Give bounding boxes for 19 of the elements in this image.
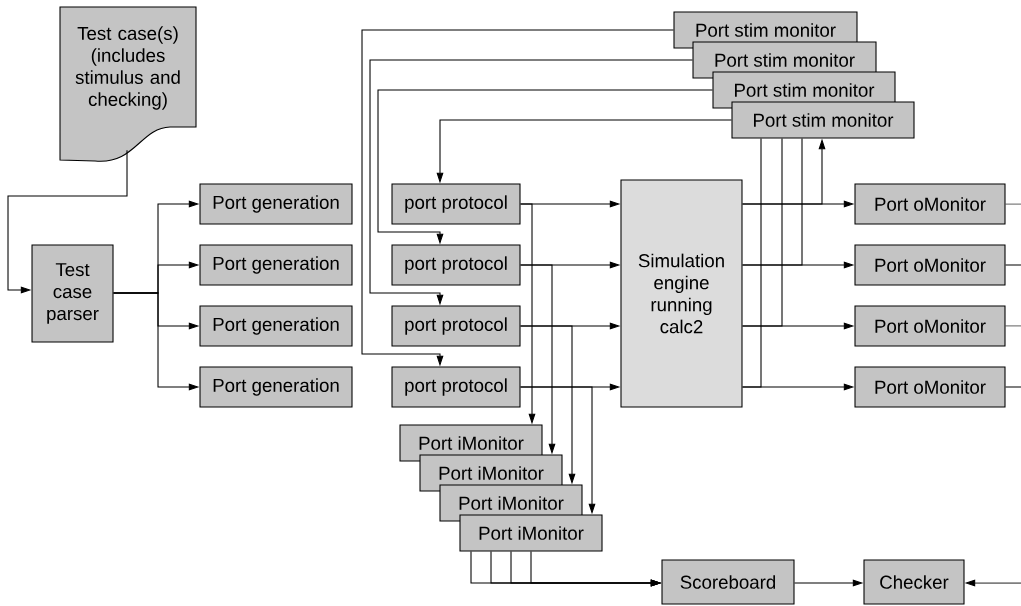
- monitor-box: Port oMonitor: [854, 183, 1006, 225]
- generator-box: Port generation: [199, 183, 353, 225]
- protocol-box: port protocol: [391, 183, 521, 225]
- checker-box: Checker: [863, 559, 965, 605]
- scoreboard-box: Scoreboard: [661, 559, 795, 605]
- generator-box: Port generation: [199, 244, 353, 286]
- protocol-box: port protocol: [391, 305, 521, 347]
- monitor-box: Port oMonitor: [854, 244, 1006, 286]
- monitor-box: Port stim monitor: [731, 101, 915, 139]
- protocol-box: port protocol: [391, 244, 521, 286]
- generator-box: Port generation: [199, 305, 353, 347]
- protocol-box: port protocol: [391, 366, 521, 408]
- monitor-box: Port oMonitor: [854, 305, 1006, 347]
- parser-box: Test case parser: [31, 244, 114, 343]
- generator-box: Port generation: [199, 366, 353, 408]
- monitor-box: Port oMonitor: [854, 366, 1006, 408]
- arrow: [7, 149, 128, 294]
- monitor-box: Port iMonitor: [459, 514, 603, 552]
- engine-box: Simulation engine running calc2: [620, 179, 743, 408]
